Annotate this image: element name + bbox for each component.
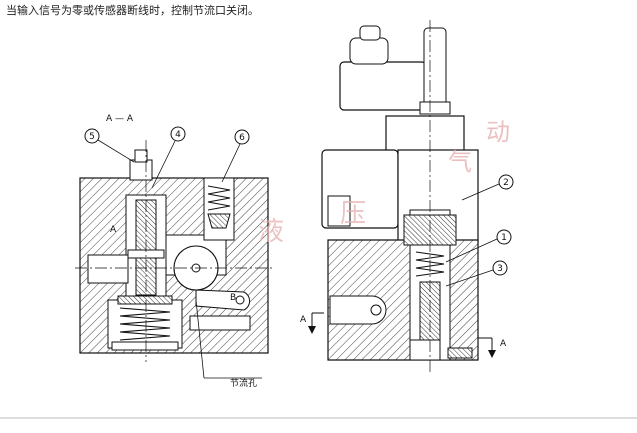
watermark-char-3: 气 xyxy=(448,148,472,176)
balloon-4: 4 xyxy=(151,126,186,189)
balloon-1-text: 1 xyxy=(501,233,507,243)
main-spring xyxy=(119,307,171,341)
section-arrow-right: A xyxy=(478,337,507,358)
adjust-screw xyxy=(129,159,153,181)
section-arrow-right-text: A xyxy=(500,339,507,349)
balloon-2: 2 xyxy=(461,174,514,201)
section-arrow-left-text: A xyxy=(300,315,307,325)
watermark-char-1: 液 xyxy=(258,217,284,247)
left-side-cavity xyxy=(87,254,129,284)
watermark-char-2: 压 xyxy=(340,199,366,229)
spring-seat xyxy=(117,295,173,305)
port-a-left: A xyxy=(110,225,117,235)
drain-plug xyxy=(447,347,473,359)
throttle-callout: 节流孔 xyxy=(195,299,262,389)
port-b-left: B xyxy=(230,293,236,303)
side-inlet xyxy=(329,295,387,325)
balloon-2-text: 2 xyxy=(503,178,509,188)
bottom-plug xyxy=(111,341,179,351)
lever-arm xyxy=(195,289,251,311)
lever-pivot xyxy=(235,295,245,305)
solenoid-cap xyxy=(349,37,389,65)
connector-inner xyxy=(327,195,351,227)
check-valve-poppet xyxy=(207,213,231,229)
balloon-5-text: 5 xyxy=(89,132,95,142)
right-valve-view xyxy=(321,20,479,372)
balloon-3: 3 xyxy=(445,260,508,287)
left-section-view: A B xyxy=(75,140,272,362)
balloon-3-text: 3 xyxy=(497,264,503,274)
caption-text: 当输入信号为零或传感器断线时，控制节流口关闭。 xyxy=(6,4,259,17)
orifice-port xyxy=(189,315,251,331)
solenoid-cap-top xyxy=(359,25,381,41)
solenoid-nut xyxy=(419,101,451,115)
balloon-1: 1 xyxy=(445,229,512,263)
throttle-callout-text: 节流孔 xyxy=(230,377,257,389)
solenoid-tube xyxy=(423,27,447,113)
balloon-4-text: 4 xyxy=(175,130,181,140)
adjust-nut xyxy=(134,149,148,163)
solenoid-coil xyxy=(339,61,427,111)
watermark-char-4: 动 xyxy=(486,118,510,146)
balloon-6-text: 6 xyxy=(239,133,245,143)
section-arrow-left: A xyxy=(300,312,324,334)
check-valve-bore xyxy=(203,177,235,241)
bottom-outlet xyxy=(409,339,441,361)
left-spring-chamber xyxy=(107,299,183,349)
balloon-6: 6 xyxy=(221,129,250,183)
right-spring xyxy=(415,251,445,277)
inlet-bolt xyxy=(370,304,382,316)
balloon-5: 5 xyxy=(84,128,135,163)
section-label: A — A xyxy=(106,114,134,124)
check-valve-spring xyxy=(207,185,231,211)
